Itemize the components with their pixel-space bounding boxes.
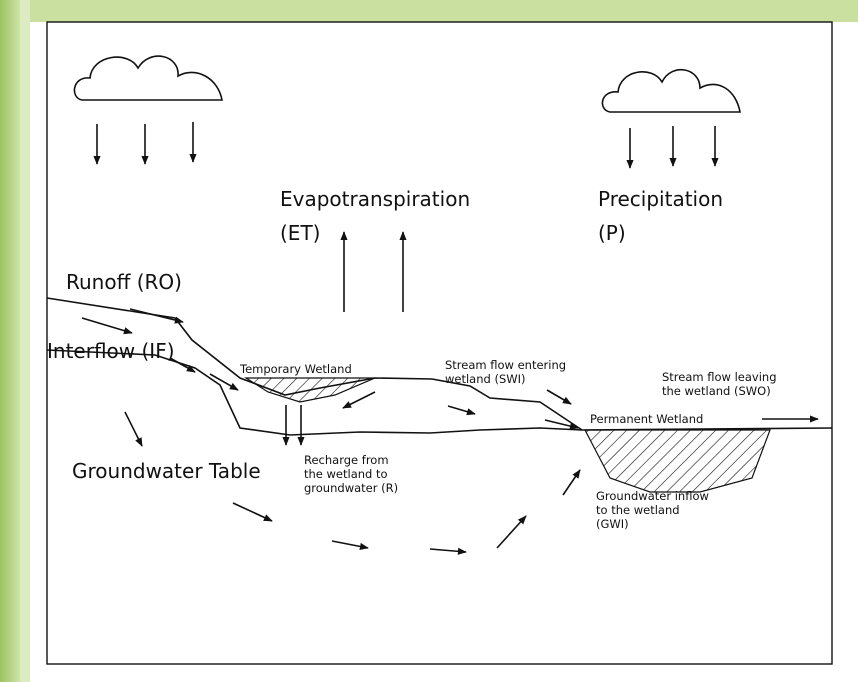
label-gwi-1: Groundwater inflow xyxy=(596,489,709,503)
precip-arrows-right xyxy=(626,126,719,169)
label-stream-out-2: the wetland (SWO) xyxy=(662,384,771,398)
et-arrows xyxy=(340,231,407,312)
label-stream-out-1: Stream flow leaving xyxy=(662,370,777,384)
label-recharge-3: groundwater (R) xyxy=(304,481,398,495)
label-temporary-wetland: Temporary Wetland xyxy=(239,362,352,376)
label-precipitation: Precipitation xyxy=(598,187,723,211)
label-evapotranspiration: Evapotranspiration xyxy=(280,187,470,211)
label-permanent-wetland: Permanent Wetland xyxy=(590,412,703,426)
cloud-left-icon xyxy=(73,55,223,101)
diagram-frame xyxy=(46,21,833,665)
permanent-wetland-water xyxy=(584,429,771,493)
temporary-wetland-water xyxy=(243,377,376,403)
label-et-abbrev: (ET) xyxy=(280,221,320,245)
label-stream-in-2: wetland (SWI) xyxy=(445,372,526,386)
label-recharge-2: the wetland to xyxy=(304,467,388,481)
label-p-abbrev: (P) xyxy=(598,221,626,245)
flow-arrows xyxy=(81,308,819,555)
label-runoff: Runoff (RO) xyxy=(66,270,182,294)
label-recharge-1: Recharge from xyxy=(304,453,389,467)
label-gwi-2: to the wetland xyxy=(596,503,680,517)
label-gwi-3: (GWI) xyxy=(596,517,629,531)
label-stream-in-1: Stream flow entering xyxy=(445,358,566,372)
label-groundwater-table: Groundwater Table xyxy=(72,459,261,483)
cloud-right-icon xyxy=(601,68,741,113)
precip-arrows-left xyxy=(93,122,197,165)
label-interflow: Interflow (IF) xyxy=(47,339,175,363)
